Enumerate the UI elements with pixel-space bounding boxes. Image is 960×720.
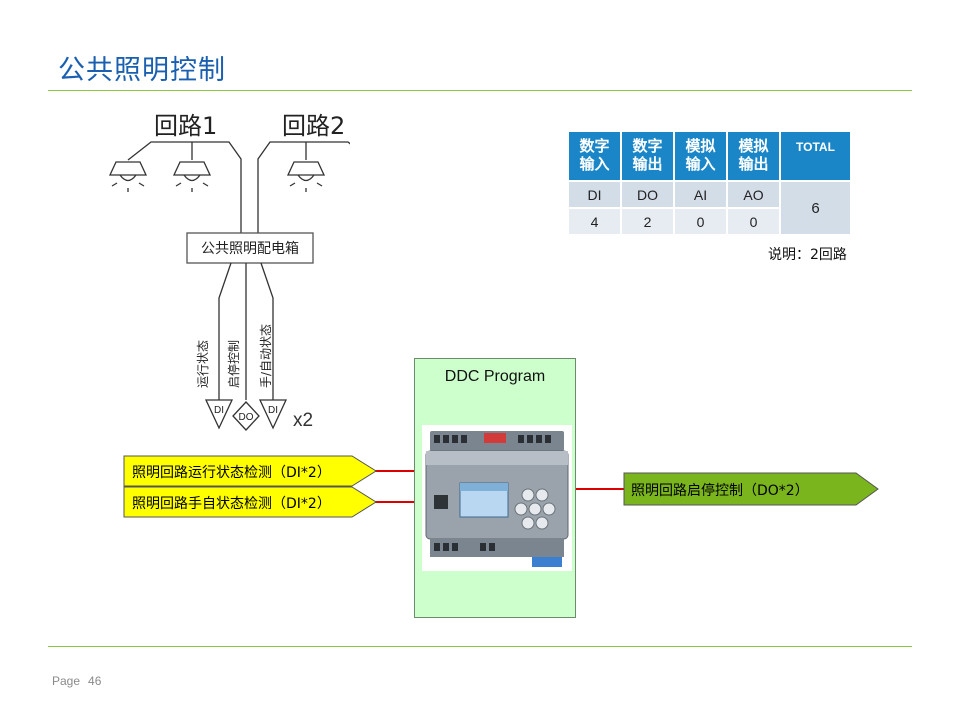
title-rule xyxy=(48,90,912,91)
header-digital-output: 数字输出 xyxy=(622,132,673,180)
lamp-icon xyxy=(108,161,148,192)
ddc-controller-box: DDC Program xyxy=(414,358,576,618)
signal-line-run-status xyxy=(218,262,232,400)
input-arrow-run-status xyxy=(123,455,377,487)
ddc-device-image xyxy=(422,425,572,571)
loop2-label: 回路2 xyxy=(282,112,345,140)
header-digital-input: 数字输入 xyxy=(569,132,620,180)
header-analog-output: 模拟输出 xyxy=(728,132,779,180)
signal-label-run-status: 运行状态 xyxy=(196,340,210,388)
input-label-hand-auto: 照明回路手自状态检测（DI*2） xyxy=(132,496,331,512)
cell-count-di: 4 xyxy=(569,209,620,234)
loop2-wire xyxy=(257,141,350,233)
output-arrow-start-stop xyxy=(623,472,879,506)
panel-label: 公共照明配电箱 xyxy=(201,241,299,257)
header-analog-input: 模拟输入 xyxy=(675,132,726,180)
ddc-title: DDC Program xyxy=(444,368,546,385)
output-label-start-stop: 照明回路启停控制（DO*2） xyxy=(631,483,809,499)
terminal-di-2 xyxy=(258,399,288,430)
loop1-wire xyxy=(127,141,242,233)
distribution-panel xyxy=(186,232,314,264)
signal-label-start-stop: 启停控制 xyxy=(226,340,241,388)
io-point-table: 数字输入 数字输出 模拟输入 模拟输出 TOTAL DI DO AI AO 6 … xyxy=(567,130,852,236)
cell-count-ao: 0 xyxy=(728,209,779,234)
terminal-label-di-2: DI xyxy=(268,405,278,416)
input-label-run-status: 照明回路运行状态检测（DI*2） xyxy=(132,465,331,481)
cell-total: 6 xyxy=(781,182,850,234)
cell-count-ai: 0 xyxy=(675,209,726,234)
multiplier-label: x2 xyxy=(293,410,313,431)
cell-type-ai: AI xyxy=(675,182,726,207)
table-note: 说明：2回路 xyxy=(768,247,847,263)
cell-type-do: DO xyxy=(622,182,673,207)
cell-count-do: 2 xyxy=(622,209,673,234)
footer-rule xyxy=(48,646,912,647)
lamp-icon xyxy=(172,161,212,192)
terminal-do xyxy=(232,401,260,431)
header-total: TOTAL xyxy=(781,132,850,180)
terminal-label-di-1: DI xyxy=(214,405,224,416)
input-arrow-hand-auto xyxy=(123,486,377,518)
signal-label-hand-auto: 手/自动状态 xyxy=(259,324,273,388)
controller-icon xyxy=(425,431,569,567)
page-title: 公共照明控制 xyxy=(58,55,226,86)
terminal-label-do: DO xyxy=(239,412,254,423)
signal-line-hand-auto xyxy=(260,262,274,400)
cell-type-di: DI xyxy=(569,182,620,207)
lighting-wiring-diagram: 回路1 回路2 公共照明配电箱 运行状态 启停控制 手/自动状态 DI DO D… xyxy=(108,112,350,431)
cell-type-ao: AO xyxy=(728,182,779,207)
lamp-icon xyxy=(286,161,326,192)
terminal-di-1 xyxy=(204,399,234,430)
loop1-label: 回路1 xyxy=(154,112,217,140)
